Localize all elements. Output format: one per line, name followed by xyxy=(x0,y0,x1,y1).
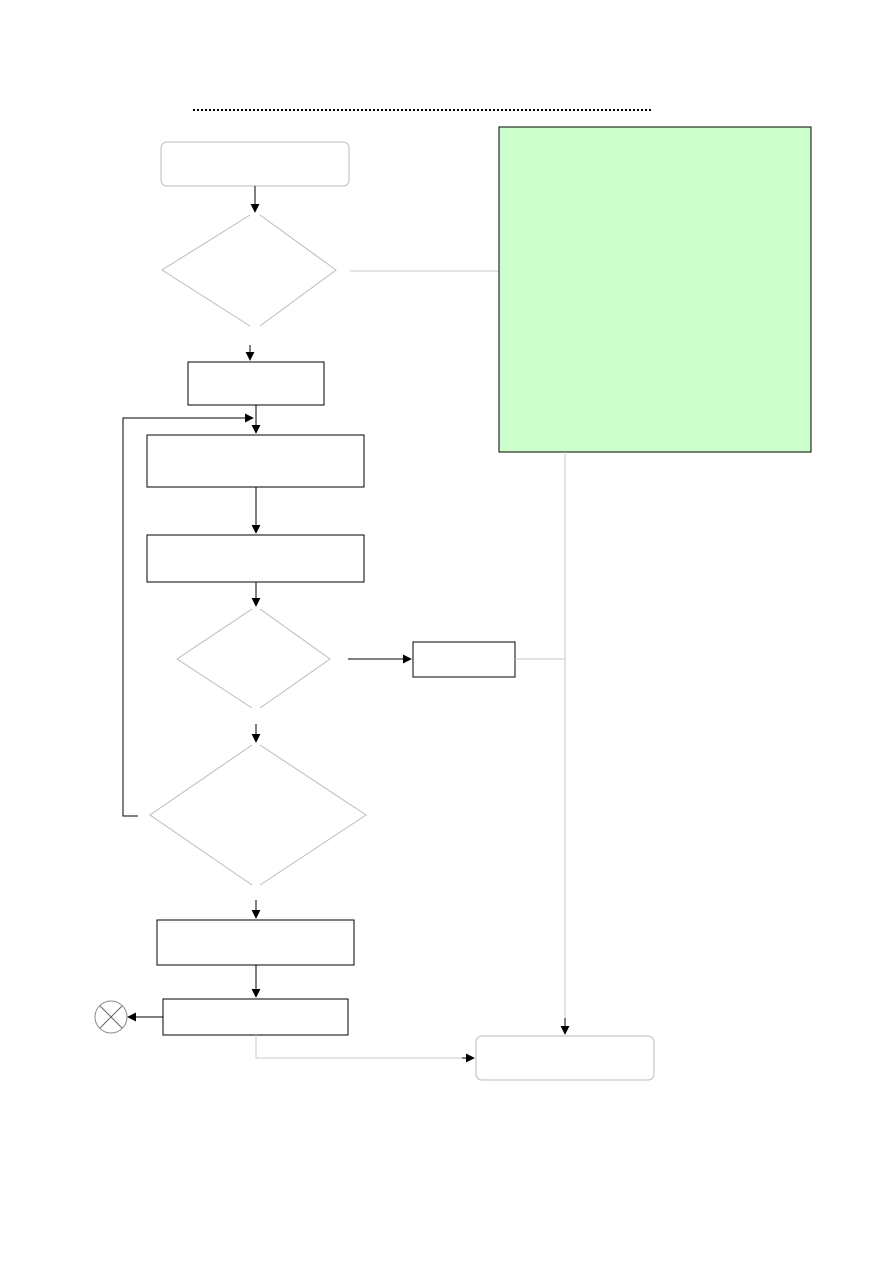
step-3-node xyxy=(146,534,365,583)
end-node xyxy=(475,1035,655,1081)
side-step-node xyxy=(412,641,516,678)
decision-2-node xyxy=(176,608,331,709)
step-1-node xyxy=(187,361,325,406)
terminator-x-icon xyxy=(94,1000,128,1034)
edge-step5-end xyxy=(255,1035,474,1059)
step-2-node xyxy=(146,434,365,488)
step-5-node xyxy=(162,998,349,1036)
decision-1-node xyxy=(161,214,337,327)
start-node xyxy=(160,141,350,187)
step-4-node xyxy=(156,919,355,966)
note-box xyxy=(498,126,812,453)
decision-3-node xyxy=(149,744,367,886)
edge-decision3-loop-back xyxy=(122,413,254,817)
